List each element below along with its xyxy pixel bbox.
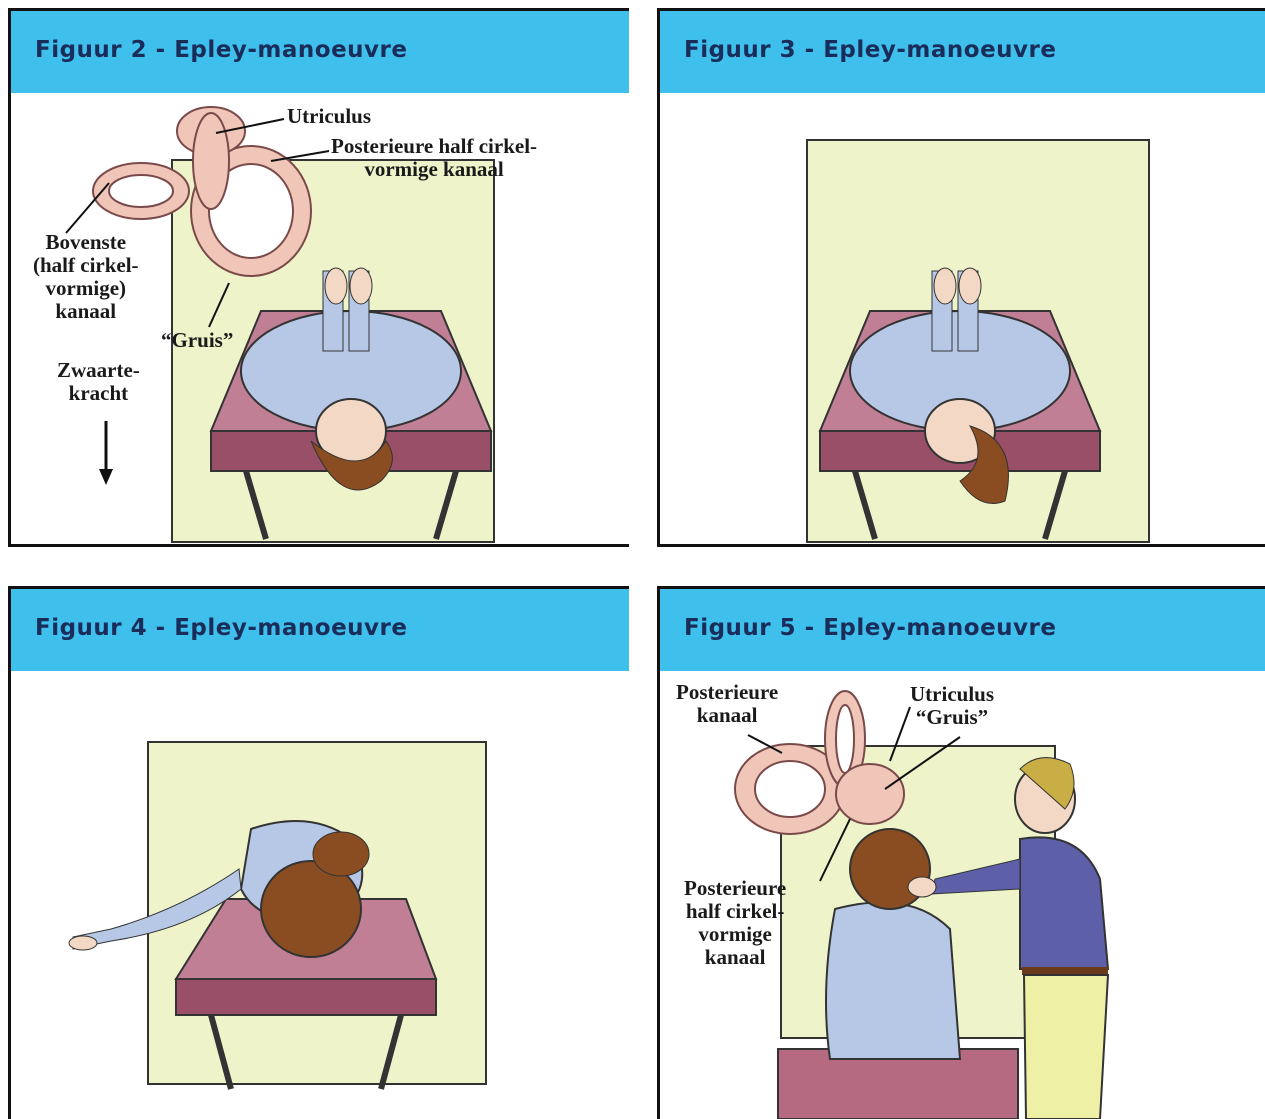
- label-line: half cirkel-: [684, 900, 786, 923]
- label-line: Posterieure: [684, 877, 786, 900]
- label-posterior-canal: Posterieure half cirkel- vormige kanaal: [331, 135, 537, 181]
- label-posterior-canal: Posterieure kanaal: [676, 681, 778, 727]
- label-debris: “Gruis”: [161, 329, 233, 352]
- label-line: kanaal: [684, 946, 786, 969]
- label-superior-canal: Bovenste (half cirkel- vormige) kanaal: [33, 231, 139, 323]
- figure-panel-2: Figuur 2 - Epley-manoeuvre: [8, 8, 629, 547]
- figure-panel-5: Figuur 5 - Epley-manoeuvre: [657, 586, 1265, 1119]
- label-line: Posterieure: [676, 681, 778, 704]
- label-utriculus: Utriculus “Gruis”: [910, 683, 994, 729]
- patient-sitting-illustration: [660, 589, 1265, 1119]
- label-line: kanaal: [676, 704, 778, 727]
- label-line: kanaal: [33, 300, 139, 323]
- patient: [826, 829, 960, 1059]
- label-posterior-semicircular-canal: Posterieure half cirkel- vormige kanaal: [684, 877, 786, 969]
- label-line: vormige: [684, 923, 786, 946]
- label-line: (half cirkel-: [33, 254, 139, 277]
- patient-side-lying-illustration: [11, 589, 629, 1119]
- label-gravity: Zwaarte- kracht: [57, 359, 140, 405]
- label-line: Zwaarte-: [57, 359, 140, 382]
- label-line: “Gruis”: [910, 706, 994, 729]
- label-line: vormige): [33, 277, 139, 300]
- label-line: kracht: [57, 382, 140, 405]
- gravity-arrow: [99, 421, 113, 485]
- label-line: vormige kanaal: [331, 158, 537, 181]
- label-line: Bovenste: [33, 231, 139, 254]
- label-utriculus: Utriculus: [287, 105, 371, 128]
- label-line: Posterieure half cirkel-: [331, 135, 537, 158]
- label-line: Utriculus: [910, 683, 994, 706]
- figure-panel-3: Figuur 3 - Epley-manoeuvre: [657, 8, 1265, 547]
- figure-panel-4: Figuur 4 - Epley-manoeuvre: [8, 586, 629, 1119]
- patient-head-turned-illustration: [660, 11, 1265, 544]
